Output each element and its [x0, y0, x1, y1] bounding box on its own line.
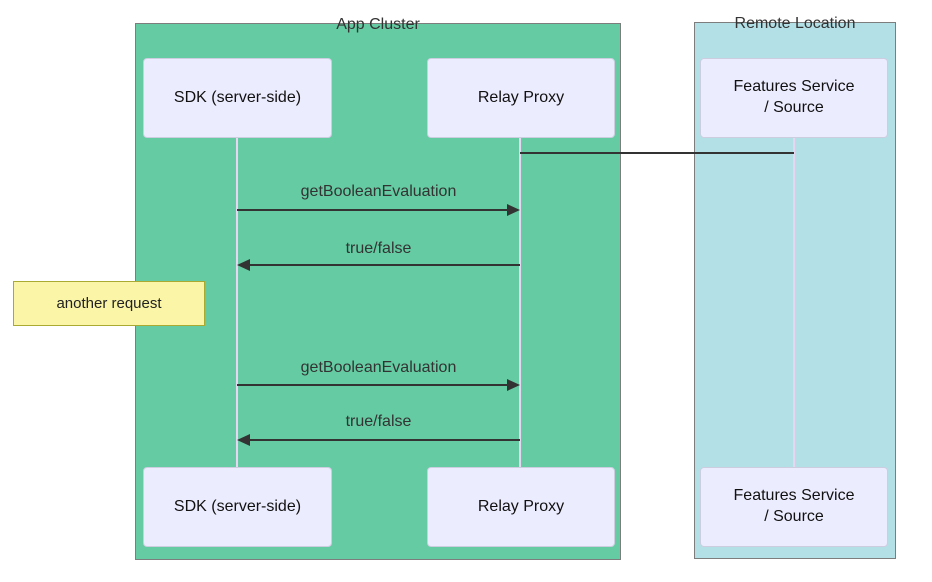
remote-location-title: Remote Location	[734, 15, 856, 32]
participant-label: Relay Proxy	[477, 497, 565, 515]
arrowhead-right-icon	[507, 204, 520, 216]
participant-features-service-top: Features Service / Source	[700, 58, 888, 138]
message-label-truefalse-2: true/false	[345, 413, 412, 430]
lifeline-sdk	[236, 138, 238, 467]
lifeline-relay-proxy	[519, 138, 521, 467]
app-cluster-title: App Cluster	[336, 16, 420, 33]
participant-label: SDK (server-side)	[173, 88, 302, 106]
participant-features-service-bottom: Features Service / Source	[700, 467, 888, 547]
arrowhead-right-icon	[507, 379, 520, 391]
message-label-truefalse-1: true/false	[345, 240, 412, 257]
participant-relay-proxy-bottom: Relay Proxy	[427, 467, 615, 547]
participant-label: Features Service / Source	[733, 487, 855, 525]
message-arrow-getbooleanevaluation-2	[237, 384, 507, 386]
connection-line-relay-to-features	[520, 152, 794, 154]
message-arrow-truefalse-2	[250, 439, 520, 441]
message-label-getbooleanevaluation-1: getBooleanEvaluation	[300, 183, 457, 200]
note-another-request: another request	[13, 281, 205, 326]
participant-label: SDK (server-side)	[173, 497, 302, 515]
arrowhead-left-icon	[237, 259, 250, 271]
lifeline-features-service	[793, 138, 795, 467]
participant-sdk-top: SDK (server-side)	[143, 58, 332, 138]
participant-sdk-bottom: SDK (server-side)	[143, 467, 332, 547]
participant-label: Relay Proxy	[477, 88, 565, 106]
note-text: another request	[56, 295, 162, 312]
participant-label: Features Service / Source	[733, 78, 855, 116]
participant-relay-proxy-top: Relay Proxy	[427, 58, 615, 138]
message-arrow-getbooleanevaluation-1	[237, 209, 507, 211]
message-label-getbooleanevaluation-2: getBooleanEvaluation	[300, 359, 457, 376]
message-arrow-truefalse-1	[250, 264, 520, 266]
arrowhead-left-icon	[237, 434, 250, 446]
